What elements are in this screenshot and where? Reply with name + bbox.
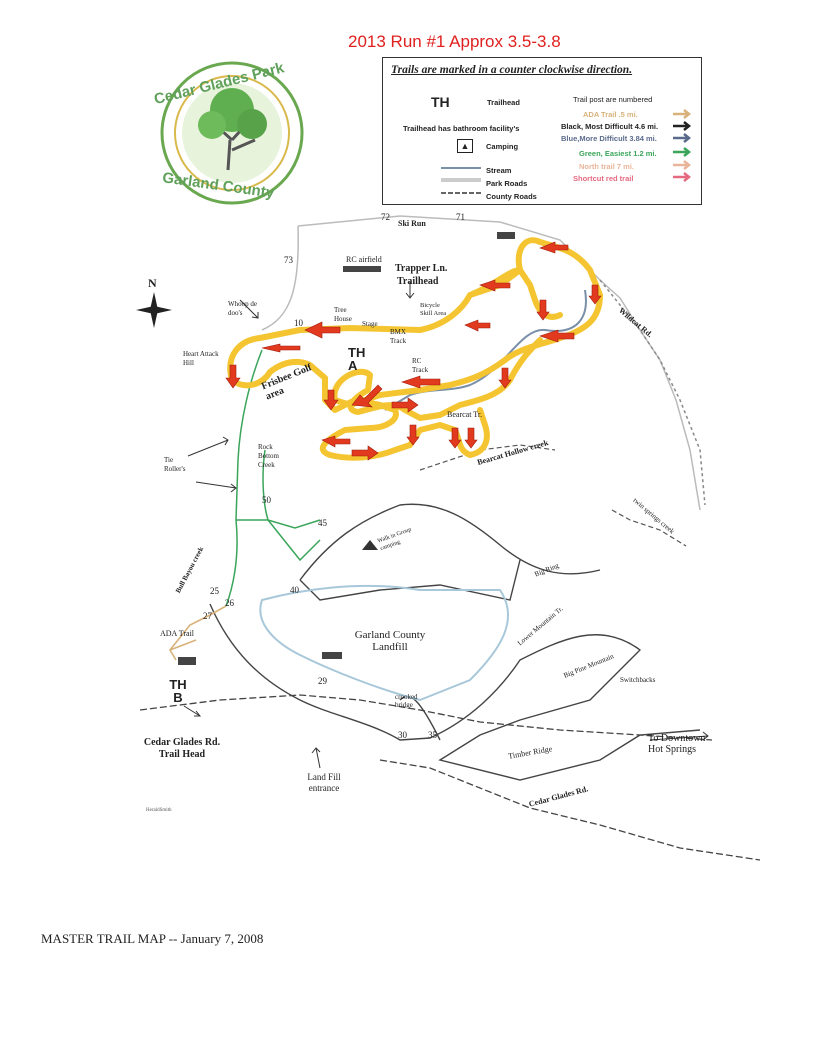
label-bicycle-skill-area: Bicycle Skill Area — [420, 302, 447, 317]
legend-trail-blue: Blue,More Difficult 3.84 mi. — [561, 134, 657, 143]
label-trailhead-north: Trailhead — [397, 276, 439, 287]
black-trail-south — [209, 503, 701, 781]
landfill-building — [322, 652, 342, 659]
legend-arrow-icons — [673, 109, 692, 182]
twin-springs-creek — [611, 509, 687, 547]
trail-post: 50 — [262, 495, 271, 505]
park-road-north — [261, 215, 701, 511]
direction-arrow — [321, 435, 351, 448]
direction-arrow — [304, 321, 341, 339]
map-title: 2013 Run #1 Approx 3.5-3.8 — [348, 32, 561, 51]
label-cedar-glades-trailhead: Cedar Glades Rd. Trail Head — [143, 737, 221, 760]
trail-post: 35 — [428, 730, 437, 740]
wildcat-road — [599, 279, 706, 506]
direction-arrow — [401, 375, 441, 389]
direction-arrow — [323, 389, 339, 411]
legend-trail-ada: ADA Trail .5 mi. — [583, 110, 638, 119]
legend-stream: Stream — [486, 166, 512, 175]
label-switchbacks: Switchbacks — [620, 676, 656, 684]
label-garland-county-landfill: Garland County Landfill — [354, 629, 426, 653]
legend-camping: Camping — [486, 142, 519, 151]
label-stage: Stage — [362, 320, 378, 328]
label-rock-bottom-creek: Rock Bottom Creek — [258, 443, 280, 469]
county-road-lower — [379, 759, 761, 861]
label-bmx-track: BMX Track — [390, 328, 407, 345]
legend-line-samples — [441, 167, 481, 194]
direction-arrow — [539, 329, 575, 343]
trail-post: 40 — [290, 585, 299, 595]
green-trail — [225, 349, 321, 607]
label-th-b: TH B — [169, 677, 187, 705]
camping-icon — [362, 540, 378, 550]
legend-th-symbol: TH — [431, 94, 450, 110]
label-to-downtown-hot-springs: To Downtown Hot Springs — [648, 733, 706, 755]
county-road-cedar-glades — [139, 694, 713, 741]
trail-post: 73 — [284, 255, 293, 265]
direction-arrow — [464, 319, 491, 332]
direction-arrow — [588, 284, 602, 305]
legend-posts-numbered: Trail post are numbered — [573, 95, 653, 104]
direction-arrow — [479, 279, 511, 292]
th-b-building — [178, 657, 196, 665]
trail-post: 72 — [381, 212, 390, 222]
direction-arrows — [225, 241, 602, 461]
direction-arrow — [261, 343, 301, 353]
legend-trail-green: Green, Easiest 1.2 mi. — [579, 149, 657, 158]
label-trapper-ln: Trapper Ln. — [395, 263, 448, 274]
legend-camping-icon: ▲ — [457, 139, 473, 153]
legend-park-roads: Park Roads — [486, 179, 528, 188]
trailhead-building-north — [497, 232, 515, 239]
rc-airfield-marker — [343, 266, 381, 272]
compass-rose — [136, 292, 172, 328]
footer-caption: MASTER TRAIL MAP -- January 7, 2008 — [41, 931, 264, 946]
direction-arrow — [448, 427, 462, 449]
direction-arrow — [464, 427, 478, 449]
trail-post: 71 — [456, 212, 465, 222]
direction-arrow — [536, 299, 550, 321]
trail-post: 29 — [318, 676, 327, 686]
map-legend: Trails are marked in a counter clockwise… — [382, 57, 702, 205]
label-crooked-bridge: crooked bridge — [395, 693, 418, 709]
direction-arrow — [351, 384, 383, 408]
trail-post: 26 — [225, 598, 234, 608]
direction-arrow — [539, 241, 569, 254]
trail-post: 25 — [210, 586, 219, 596]
label-small-note: HeraldSmith — [146, 808, 172, 813]
legend-trailhead-bathroom: Trailhead has bathroom facility's — [403, 124, 520, 133]
legend-trail-black: Black, Most Difficult 4.6 mi. — [561, 122, 659, 131]
trail-post: 27 — [203, 611, 212, 621]
pointer-arrows — [183, 282, 709, 769]
label-tie-rollers: Tie Roller's — [164, 456, 186, 473]
trail-post: 45 — [318, 518, 327, 528]
label-land-fill-entrance: Land Fill entrance — [307, 772, 341, 793]
label-ada-trail: ADA Trail — [160, 629, 195, 638]
legend-county-roads: County Roads — [486, 192, 537, 201]
park-logo-emblem — [160, 61, 304, 205]
trail-post: 10 — [294, 318, 303, 328]
label-whoop-de-doos: Whoop de doo's — [228, 300, 257, 317]
bearcat-hollow-creek — [419, 444, 556, 471]
landfill-area — [259, 584, 510, 702]
legend-trailhead: Trailhead — [487, 98, 520, 107]
legend-title: Trails are marked in a counter clockwise… — [391, 64, 633, 76]
direction-arrow — [391, 397, 419, 413]
direction-arrow — [498, 367, 512, 389]
direction-arrow — [351, 445, 379, 461]
direction-arrow — [406, 424, 420, 446]
label-rc-track: RC Track — [412, 357, 429, 374]
legend-trail-north: North trail 7 mi. — [579, 162, 635, 171]
direction-arrow — [225, 364, 241, 389]
stream-line — [384, 289, 587, 411]
legend-trail-shortcut: Shortcut red trail — [573, 174, 634, 183]
label-th-a: TH A — [348, 345, 366, 373]
ada-trail — [169, 605, 227, 661]
label-bearcat-tr: Bearcat Tr. — [447, 410, 483, 419]
label-heart-attack-hill: Heart Attack Hill — [183, 350, 219, 367]
label-ski-run: Ski Run — [398, 219, 426, 228]
label-rc-airfield: RC airfield — [346, 255, 382, 264]
compass-north-label: N — [148, 276, 157, 290]
label-tree-house: Tree House — [334, 306, 352, 323]
trail-post: 30 — [398, 730, 407, 740]
